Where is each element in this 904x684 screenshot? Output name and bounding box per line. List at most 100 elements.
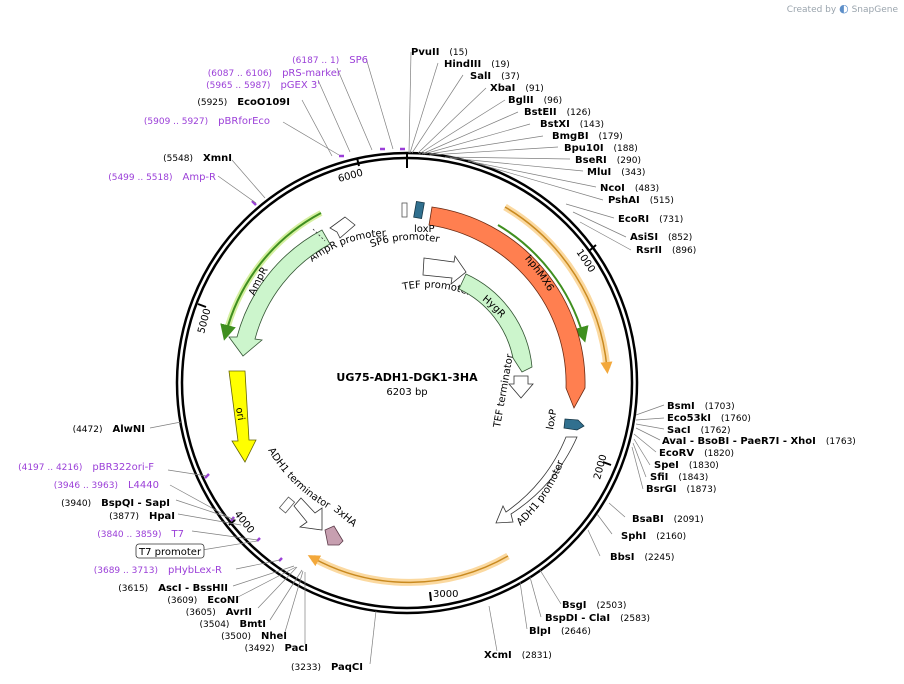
annotation-arc-green-left-core bbox=[220, 212, 322, 341]
enzyme-alwni[interactable]: (4472)AlwNI bbox=[73, 424, 145, 435]
enzyme-blpi[interactable]: BlpI(2646) bbox=[529, 626, 591, 637]
plasmid-length: 6203 bp bbox=[386, 387, 427, 398]
enzyme-avrii[interactable]: (3605)AvrII bbox=[186, 607, 252, 618]
enzyme-rsrii[interactable]: RsrII(896) bbox=[636, 245, 696, 256]
primer-pgex3[interactable]: (5965 .. 5987)pGEX 3' bbox=[206, 80, 320, 91]
enzyme-bglii[interactable]: BglII(96) bbox=[508, 95, 562, 106]
enzyme-bseri[interactable]: BseRI(290) bbox=[575, 155, 641, 166]
feature-ampr-promoter[interactable] bbox=[329, 216, 356, 239]
enzyme-bsteii[interactable]: BstEII(126) bbox=[524, 107, 591, 118]
enzyme-hpai[interactable]: (3877)HpaI bbox=[109, 511, 175, 522]
enzyme-bsgi[interactable]: BsgI(2503) bbox=[562, 600, 626, 611]
brand-created-by: Created by bbox=[786, 5, 837, 15]
enzyme-sfii[interactable]: SfiI(1843) bbox=[650, 472, 708, 483]
enzyme-hindiii[interactable]: HindIII(19) bbox=[444, 59, 510, 70]
t7-promoter-box[interactable] bbox=[135, 543, 205, 559]
enzyme-bstxi[interactable]: BstXI(143) bbox=[540, 119, 604, 130]
enzyme-bpu10i[interactable]: Bpu10I(188) bbox=[564, 143, 638, 154]
leader-lines-right bbox=[408, 51, 665, 652]
feature-hphmx6[interactable] bbox=[428, 206, 586, 409]
tick-label-5000: 5000 bbox=[196, 307, 213, 334]
primer-phyblex-r[interactable]: (3689 .. 3713)pHybLex-R bbox=[94, 565, 222, 576]
feature-ampr[interactable] bbox=[228, 229, 331, 357]
enzyme-xcmi[interactable]: XcmI(2831) bbox=[484, 650, 552, 661]
brand-logo-text: SnapGene bbox=[851, 5, 898, 15]
enzyme-bsabi[interactable]: BsaBI(2091) bbox=[632, 514, 704, 525]
tick-mark-1000 bbox=[588, 244, 597, 252]
enzyme-xhoi-group[interactable]: AvaI - BsoBI - PaeR7I - XhoI(1763) bbox=[662, 436, 856, 447]
feature-3xha[interactable] bbox=[324, 525, 344, 546]
feature-adh1-terminator-end bbox=[278, 496, 296, 514]
tick-mark-4000 bbox=[228, 519, 236, 526]
feature-loxp-top[interactable] bbox=[413, 200, 425, 220]
tick-mark-3000 bbox=[429, 591, 432, 602]
enzyme-sphi[interactable]: SphI(2160) bbox=[621, 531, 686, 542]
feature-adh1-terminator[interactable] bbox=[293, 497, 323, 531]
enzyme-bmti[interactable]: (3504)BmtI bbox=[200, 619, 266, 630]
enzyme-spei[interactable]: SpeI(1830) bbox=[654, 460, 719, 471]
enzyme-ecorv[interactable]: EcoRV(1820) bbox=[659, 448, 734, 459]
enzyme-xmni[interactable]: (5548)XmnI bbox=[163, 153, 232, 164]
tick-mark-2000 bbox=[602, 461, 612, 466]
enzyme-bmgbi[interactable]: BmgBI(179) bbox=[552, 131, 623, 142]
enzyme-nhei[interactable]: (3500)NheI bbox=[221, 631, 287, 642]
primer-prs-marker[interactable]: (6087 .. 6106)pRS-marker bbox=[208, 68, 342, 79]
feature-adh1-promoter[interactable] bbox=[495, 436, 578, 524]
enzyme-pshai[interactable]: PshAI(515) bbox=[608, 195, 674, 206]
enzymes-right: PvuII(15) HindIII(19) SalI(37) XbaI(91) … bbox=[411, 47, 856, 661]
tick-mark-6000 bbox=[356, 157, 360, 167]
enzyme-paqci[interactable]: (3233)PaqCI bbox=[291, 662, 363, 673]
annotation-arc-orange-right-core bbox=[504, 206, 613, 374]
tick-label-3000: 3000 bbox=[433, 589, 458, 600]
backbone-outer bbox=[175, 151, 639, 615]
enzyme-eco53ki[interactable]: Eco53kI(1760) bbox=[667, 413, 751, 424]
enzyme-ecoo109i[interactable]: (5925)EcoO109I bbox=[197, 97, 290, 108]
feature-tef-terminator-label: TEF terminator bbox=[492, 352, 516, 429]
tick-label-4000: 4000 bbox=[232, 509, 256, 536]
feature-sp6-promoter-mark bbox=[401, 202, 408, 218]
enzyme-bsrgi[interactable]: BsrGI(1873) bbox=[646, 484, 716, 495]
primer-t7[interactable]: (3840 .. 3859)T7 bbox=[97, 529, 184, 540]
enzyme-saci[interactable]: SacI(1762) bbox=[667, 425, 731, 436]
tick-label-6000: 6000 bbox=[337, 168, 364, 185]
feature-ori-label: ori bbox=[233, 407, 246, 422]
enzyme-bsmi[interactable]: BsmI(1703) bbox=[667, 401, 735, 412]
primer-pbrforeco[interactable]: (5909 .. 5927)pBRforEco bbox=[144, 116, 270, 127]
leader-lines-left bbox=[149, 57, 394, 665]
tick-label-1000: 1000 bbox=[574, 248, 597, 275]
enzyme-bbsi[interactable]: BbsI(2245) bbox=[610, 552, 674, 563]
enzyme-pvuii[interactable]: PvuII(15) bbox=[411, 47, 468, 58]
enzyme-claI-group[interactable]: BspDI - ClaI(2583) bbox=[545, 613, 650, 624]
enzyme-sali[interactable]: SalI(37) bbox=[470, 71, 520, 82]
annotation-arc-green-right bbox=[497, 224, 589, 343]
feature-hygr[interactable] bbox=[458, 273, 533, 373]
primer-l4440[interactable]: (3946 .. 3963)L4440 bbox=[54, 480, 159, 491]
feature-loxp-right[interactable] bbox=[563, 418, 585, 431]
enzyme-xbai[interactable]: XbaI(91) bbox=[490, 83, 544, 94]
annotation-arc-orange-bottom-core bbox=[307, 555, 509, 584]
tick-mark-5000 bbox=[197, 303, 207, 308]
primer-marks bbox=[204, 147, 405, 562]
brand: Created by ◐ SnapGene bbox=[787, 2, 898, 15]
feature-3xha-label: 3xHA bbox=[331, 504, 359, 530]
feature-tef-terminator[interactable] bbox=[508, 375, 534, 399]
tick-label-2000: 2000 bbox=[592, 453, 609, 480]
plasmid-name: UG75-ADH1-DGK1-3HA bbox=[336, 371, 478, 384]
enzyme-mlui[interactable]: MluI(343) bbox=[587, 167, 645, 178]
feature-ori[interactable] bbox=[228, 370, 257, 463]
primers: (6187 .. 1)SP6 (6087 .. 6106)pRS-marker … bbox=[18, 55, 368, 576]
primer-amp-r[interactable]: (5499 .. 5518)Amp-R bbox=[108, 172, 216, 183]
primer-sp6[interactable]: (6187 .. 1)SP6 bbox=[292, 55, 368, 66]
enzyme-asisi[interactable]: AsiSI(852) bbox=[630, 232, 692, 243]
enzyme-econi[interactable]: (3609)EcoNI bbox=[167, 595, 239, 606]
primer-pbr322ori-f[interactable]: (4197 .. 4216)pBR322ori-F bbox=[18, 462, 154, 473]
feature-tef-promoter[interactable] bbox=[422, 254, 467, 285]
enzyme-sapi-group[interactable]: (3940)BspQI - SapI bbox=[61, 498, 170, 509]
enzyme-ncoi[interactable]: NcoI(483) bbox=[600, 183, 659, 194]
enzyme-ecori[interactable]: EcoRI(731) bbox=[618, 214, 683, 225]
enzyme-paci[interactable]: (3492)PacI bbox=[245, 643, 308, 654]
feature-ampr-dashes bbox=[312, 228, 326, 242]
t7-promoter-label: T7 promoter bbox=[138, 547, 202, 558]
enzyme-bsshii-group[interactable]: (3615)AscI - BssHII bbox=[118, 583, 228, 594]
